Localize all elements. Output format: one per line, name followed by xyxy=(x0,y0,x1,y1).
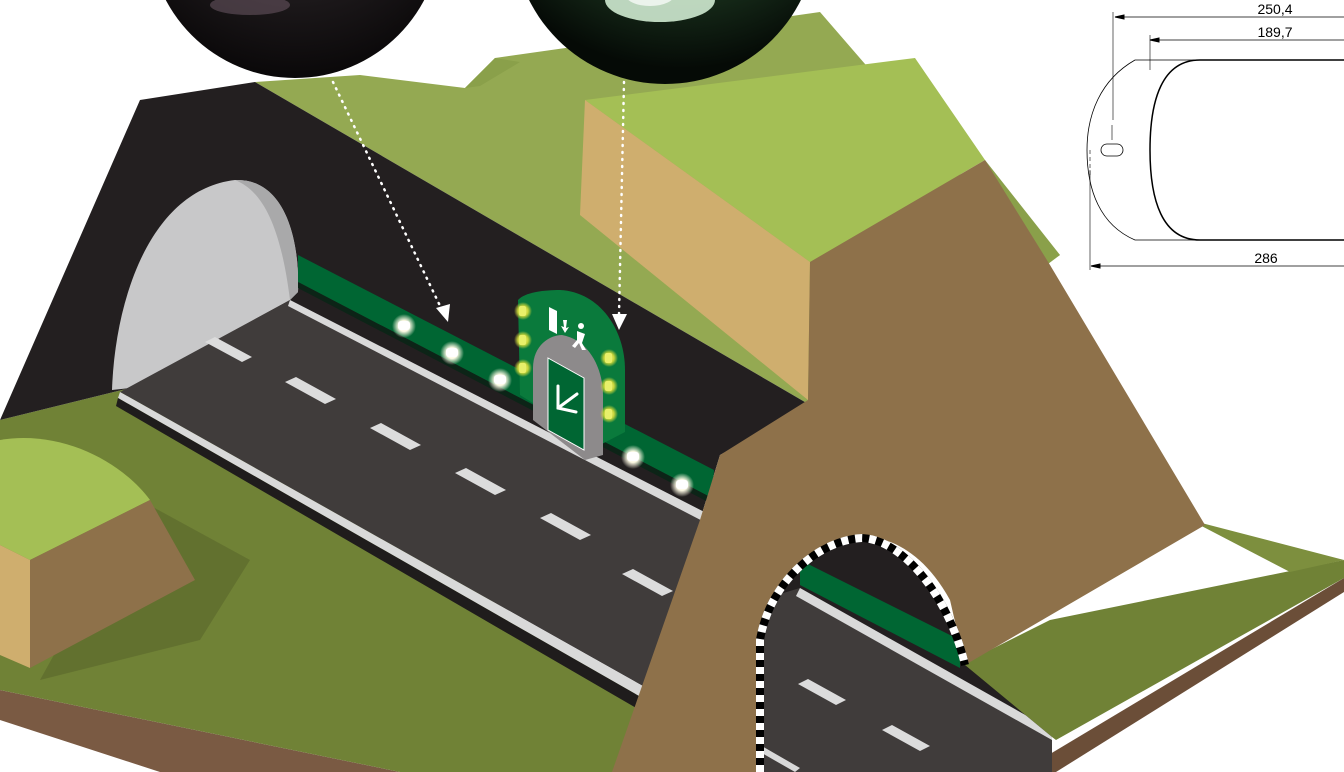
marker-light xyxy=(514,302,532,320)
marker-light xyxy=(600,405,618,423)
dim-label-body: 189,7 xyxy=(1257,24,1292,40)
led-light-icon xyxy=(621,445,645,469)
zoom-lens-dark xyxy=(149,0,441,78)
marker-light xyxy=(600,349,618,367)
marker-light xyxy=(600,377,618,395)
housing-outer xyxy=(1087,60,1344,240)
dim-arrow xyxy=(1150,38,1159,42)
dim-label-base: 286 xyxy=(1254,250,1278,266)
dim-arrow xyxy=(1115,15,1124,19)
led-light-icon xyxy=(670,473,694,497)
dim-label-overall: 250,4 xyxy=(1257,1,1292,17)
housing-inner xyxy=(1150,60,1344,240)
marker-light xyxy=(514,359,532,377)
led-light-icon xyxy=(488,368,512,392)
ground-grass-far-right xyxy=(1190,520,1344,572)
dim-arrow xyxy=(1091,264,1100,268)
technical-drawing xyxy=(1087,12,1344,270)
left-hill-face-light xyxy=(0,545,30,668)
marker-light xyxy=(514,331,532,349)
mount-slot xyxy=(1101,144,1123,156)
led-light-icon xyxy=(392,314,416,338)
lens-circle xyxy=(149,0,441,78)
emergency-exit-icon xyxy=(549,307,557,334)
led-light-icon xyxy=(440,341,464,365)
